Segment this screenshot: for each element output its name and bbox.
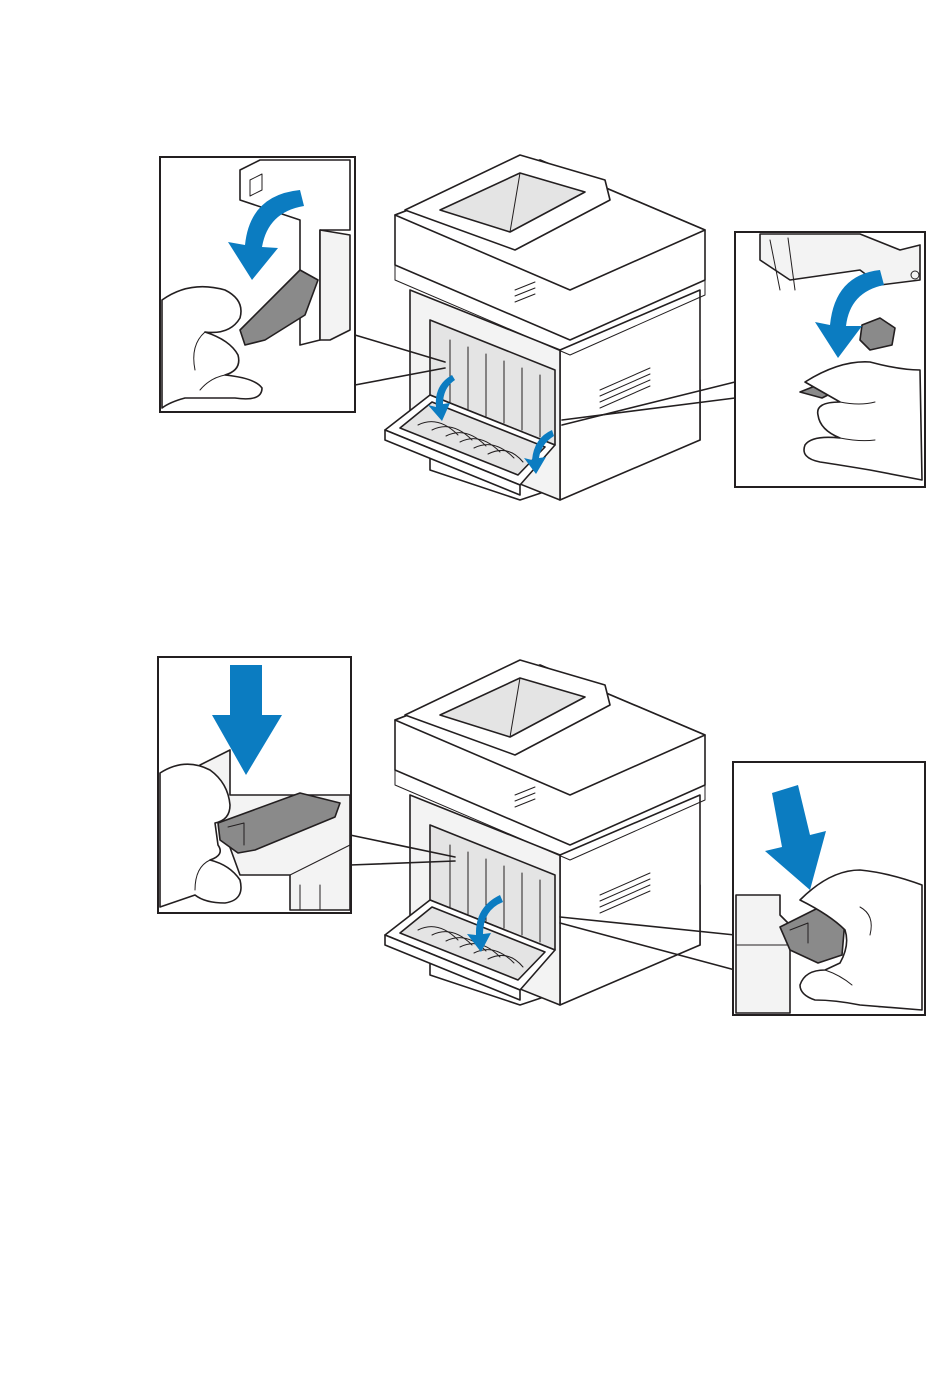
inset-left-fuser-lever bbox=[160, 157, 355, 412]
printer-rear-illustration bbox=[385, 155, 705, 500]
inset-right-fuser-lever bbox=[733, 762, 925, 1015]
illustration-push-fuser-levers bbox=[0, 645, 950, 1035]
inset-right-fuser-lever bbox=[735, 232, 925, 487]
inset-left-fuser-lever bbox=[158, 657, 351, 913]
illustration-lower-fuser-levers bbox=[0, 140, 950, 520]
printer-rear-illustration bbox=[385, 660, 705, 1005]
